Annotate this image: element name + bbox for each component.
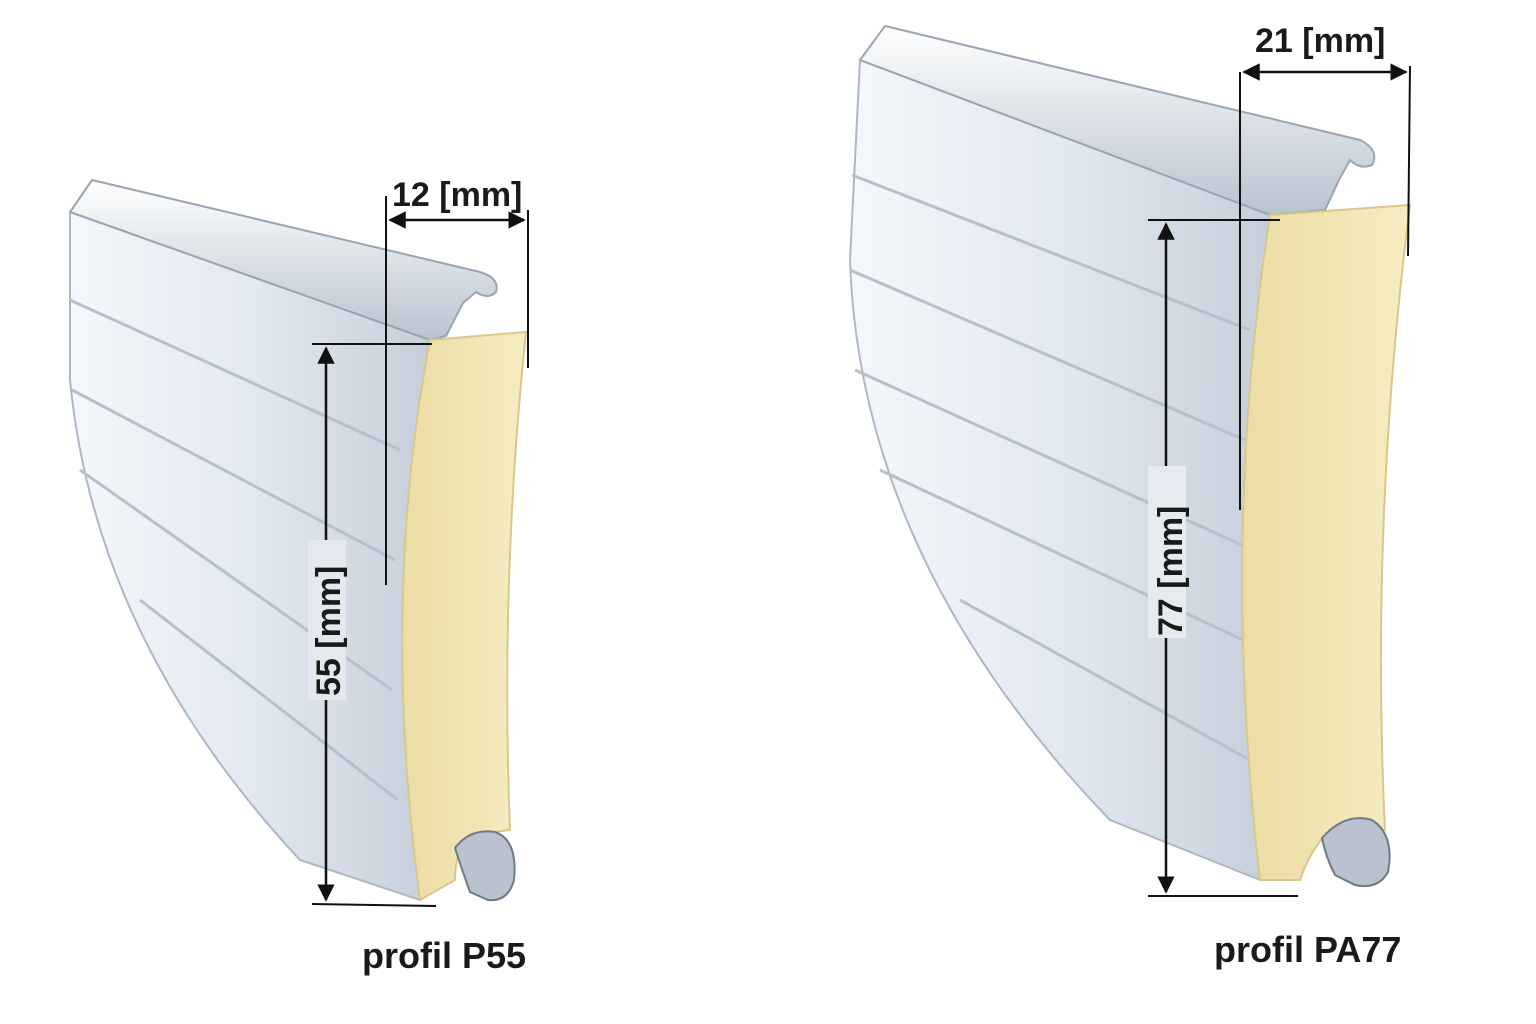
pa77-groove-5	[959, 598, 1251, 762]
p55-groove-1	[69, 298, 401, 452]
p55-bottom-hook	[453, 830, 516, 902]
p55-height-label-bg	[308, 540, 346, 700]
p55-top-rib	[68, 178, 498, 342]
pa77-groove-2	[849, 268, 1246, 442]
pa77-caption: profil PA77	[1214, 929, 1401, 970]
pa77-foam-core	[1241, 203, 1412, 881]
p55-height-bottom-extension	[311, 903, 437, 907]
p55-groove-2	[71, 388, 396, 562]
p55-height-label: 55 [mm]	[310, 566, 348, 696]
profile-p55: 55 [mm] 12 [mm] profil P55	[68, 176, 529, 976]
profile-pa77: 77 [mm] 21 [mm] profil PA77	[848, 22, 1412, 970]
p55-foam-core	[401, 330, 528, 902]
pa77-bottom-hook	[1320, 817, 1391, 888]
p55-thickness-label: 12 [mm]	[392, 176, 522, 214]
pa77-height-label-bg	[1148, 466, 1186, 638]
pa77-height-label: 77 [mm]	[1152, 506, 1190, 636]
p55-groove-4	[139, 598, 399, 802]
pa77-top-rib	[858, 24, 1376, 217]
pa77-thickness-right-extension	[1407, 65, 1411, 257]
pa77-thickness-label: 21 [mm]	[1255, 22, 1385, 60]
pa77-groove-1	[851, 173, 1251, 332]
p55-caption: profil P55	[362, 935, 526, 976]
